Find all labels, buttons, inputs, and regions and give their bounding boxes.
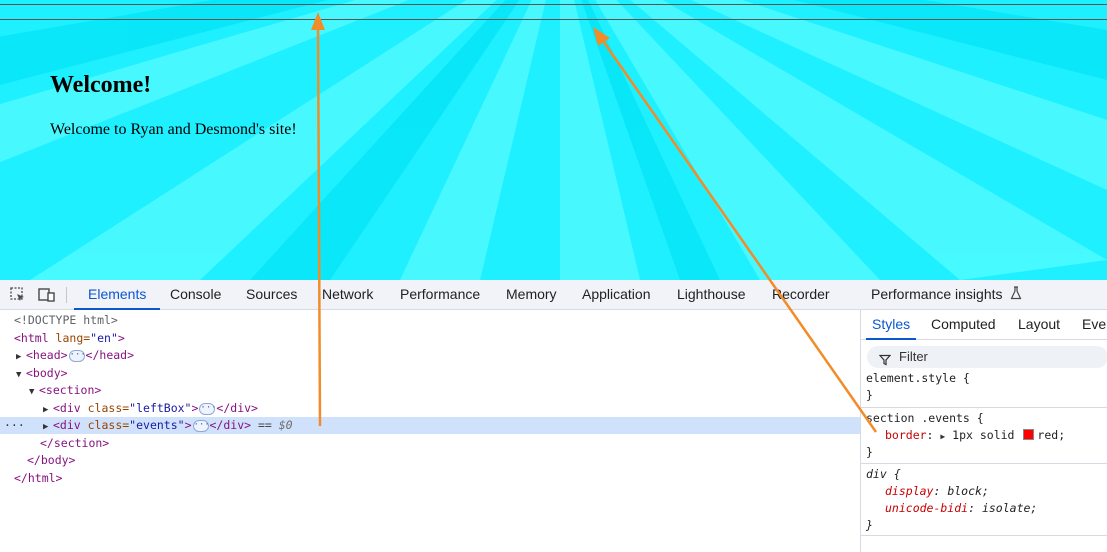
events-class-attr: class=: [80, 418, 130, 432]
more-options-icon[interactable]: ···: [4, 418, 25, 432]
dom-line-body[interactable]: ▼ <body>: [0, 365, 860, 382]
events-class-value: "events": [129, 418, 185, 432]
tab-performance-insights[interactable]: Performance insights: [871, 280, 1022, 310]
tab-event-listeners[interactable]: Even: [1082, 316, 1107, 332]
leftbox-gt: >: [191, 401, 199, 415]
section-open-tag: <section>: [39, 383, 102, 397]
html-lang-value: "en": [90, 331, 118, 345]
dom-line-html-close[interactable]: </html>: [0, 470, 860, 487]
events-eq: ==: [251, 418, 279, 432]
html-lang-attr: lang=: [48, 331, 91, 345]
tab-memory[interactable]: Memory: [506, 286, 557, 302]
dom-line-events-selected[interactable]: ··· ▶<div class="events">···</div> == $0: [0, 417, 860, 434]
unicode-bidi-declaration: unicode-bidi: isolate;: [885, 501, 1038, 515]
tab-computed[interactable]: Computed: [931, 316, 996, 332]
tab-lighthouse[interactable]: Lighthouse: [677, 286, 746, 302]
section-close-tag: </section>: [40, 436, 110, 450]
ellipsis-icon[interactable]: ···: [192, 419, 210, 432]
leftbox-open-tag: <div: [53, 401, 81, 415]
display-property: display: [885, 484, 934, 498]
tab-layout[interactable]: Layout: [1018, 316, 1061, 332]
display-declaration: display: block;: [885, 484, 989, 498]
leftbox-class-attr: class=: [80, 401, 130, 415]
rule-close: }: [866, 518, 873, 532]
styles-pane: Styles Computed Layout Even Filter eleme…: [860, 310, 1107, 552]
flask-icon: [1010, 281, 1022, 310]
tab-performance-insights-label: Performance insights: [871, 286, 1003, 302]
dom-line-doctype[interactable]: <!DOCTYPE html>: [0, 312, 860, 329]
display-value: block: [947, 484, 982, 498]
border-value: 1px solid: [952, 428, 1015, 442]
rule-close: }: [866, 388, 873, 402]
rule-selector: div {: [866, 467, 901, 481]
toolbar-separator: [66, 287, 67, 303]
unicode-bidi-value: isolate: [981, 501, 1031, 515]
rule-selector: section .events {: [866, 411, 984, 425]
styles-filter-input[interactable]: Filter: [867, 346, 1107, 368]
dom-line-body-close[interactable]: </body>: [0, 452, 860, 469]
rule-element-style[interactable]: element.style { }: [861, 370, 1107, 408]
devtools-tabbar: Elements Console Sources Network Perform…: [0, 280, 1107, 310]
tab-sources[interactable]: Sources: [246, 286, 298, 302]
rule-div-user-agent[interactable]: div { display: block; unicode-bidi: isol…: [861, 464, 1107, 536]
body-close-tag: </body>: [27, 453, 76, 467]
expand-triangle-icon[interactable]: ▶: [940, 432, 946, 441]
filter-label: Filter: [899, 349, 928, 364]
dom-line-leftbox[interactable]: ▶ <div class="leftBox">···</div>: [0, 400, 860, 417]
doctype-text: <!DOCTYPE html>: [14, 313, 118, 327]
dom-line-head[interactable]: ▶ <head>···</head>: [0, 347, 860, 364]
color-swatch-icon[interactable]: [1023, 429, 1035, 440]
page-viewport: Welcome! Welcome to Ryan and Desmond's s…: [0, 0, 1107, 280]
head-open-tag: <head>: [26, 348, 68, 362]
html-close-tag: </html>: [14, 471, 63, 485]
expand-triangle-icon[interactable]: ▶: [16, 352, 22, 362]
devtools-panel: Elements Console Sources Network Perform…: [0, 280, 1107, 552]
html-open-close: >: [117, 331, 125, 345]
leftbox-close-tag: </div>: [216, 401, 258, 415]
device-toggle-icon[interactable]: [37, 286, 55, 304]
border-declaration[interactable]: border: ▶ 1px solid red;: [861, 427, 1107, 444]
tab-application[interactable]: Application: [582, 286, 651, 302]
dom-line-html[interactable]: <html lang="en">: [0, 330, 860, 347]
rule-selector: element.style {: [866, 371, 970, 385]
leftbox-class-value: "leftBox": [129, 401, 192, 415]
sunburst-background: [0, 0, 1107, 280]
inspect-element-icon[interactable]: [9, 286, 27, 304]
events-gt: >: [184, 418, 192, 432]
head-close-tag: </head>: [85, 348, 135, 362]
body-open-tag: <body>: [26, 366, 68, 380]
page-heading: Welcome!: [50, 72, 152, 98]
dom-line-section-close[interactable]: </section>: [0, 435, 860, 452]
collapse-triangle-icon[interactable]: ▼: [16, 370, 22, 380]
ellipsis-icon[interactable]: ···: [68, 349, 86, 362]
expand-triangle-icon[interactable]: ▶: [43, 405, 49, 415]
selected-ref: $0: [278, 418, 293, 432]
border-property: border: [885, 428, 927, 442]
tab-console[interactable]: Console: [170, 286, 222, 302]
collapse-triangle-icon[interactable]: ▼: [29, 387, 35, 397]
events-div-border: [0, 4, 1107, 20]
events-open-tag: <div: [53, 418, 81, 432]
html-open-tag: <html: [14, 331, 49, 345]
page-paragraph: Welcome to Ryan and Desmond's site!: [50, 121, 297, 138]
styles-tabbar: Styles Computed Layout Even: [861, 310, 1107, 340]
tab-elements[interactable]: Elements: [73, 280, 161, 310]
tab-network[interactable]: Network: [322, 286, 374, 302]
dom-line-section[interactable]: ▼ <section>: [0, 382, 860, 399]
rule-close: }: [866, 445, 873, 459]
expand-triangle-icon[interactable]: ▶: [43, 422, 49, 432]
border-color-value: red: [1037, 428, 1059, 442]
events-close-tag: </div>: [209, 418, 252, 432]
tab-performance[interactable]: Performance: [400, 286, 481, 302]
ellipsis-icon[interactable]: ···: [199, 402, 217, 415]
dom-tree[interactable]: <!DOCTYPE html> <html lang="en"> ▶<head>…: [0, 310, 860, 552]
filter-icon: [878, 351, 892, 373]
tab-styles[interactable]: Styles: [865, 310, 917, 340]
tab-recorder[interactable]: Recorder: [772, 286, 830, 302]
rule-section-events[interactable]: section .events { border: ▶ 1px solid re…: [861, 408, 1107, 464]
unicode-bidi-property: unicode-bidi: [885, 501, 969, 515]
